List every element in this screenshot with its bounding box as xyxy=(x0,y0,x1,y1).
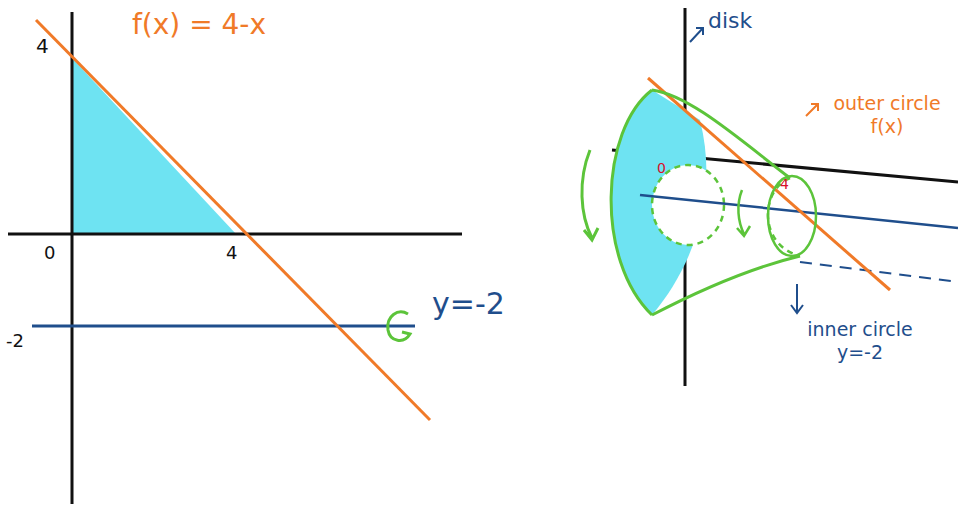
tick-label: 4 xyxy=(36,34,49,58)
rotation-arrow xyxy=(388,312,410,340)
tick-label: 0 xyxy=(657,160,666,177)
y-axis xyxy=(71,12,74,504)
rotation-arrow xyxy=(737,190,750,236)
solid-outline xyxy=(652,256,800,315)
x-axis xyxy=(8,233,462,236)
callout-label: disk xyxy=(708,8,752,34)
pointer-arrow xyxy=(690,28,703,42)
tick-label: -2 xyxy=(6,330,24,352)
axis-line xyxy=(32,325,415,328)
tick-label: 0 xyxy=(44,242,55,264)
pointer-arrow xyxy=(791,284,803,313)
hole xyxy=(652,165,724,245)
function-line xyxy=(36,20,430,420)
region-fill xyxy=(72,58,236,234)
end-circle xyxy=(768,176,816,256)
callout-label: inner circle y=-2 xyxy=(790,318,930,364)
tick-label: 4 xyxy=(226,242,237,264)
solid-outline xyxy=(652,90,790,178)
tick-label: 4 xyxy=(780,176,789,193)
rotation-arrow xyxy=(582,150,598,240)
callout-label: outer circle f(x) xyxy=(820,92,954,138)
disk-outline xyxy=(611,90,652,315)
function-label: f(x) = 4-x xyxy=(132,8,266,42)
line-label: y=-2 xyxy=(432,286,505,322)
pointer-arrow xyxy=(806,104,818,116)
